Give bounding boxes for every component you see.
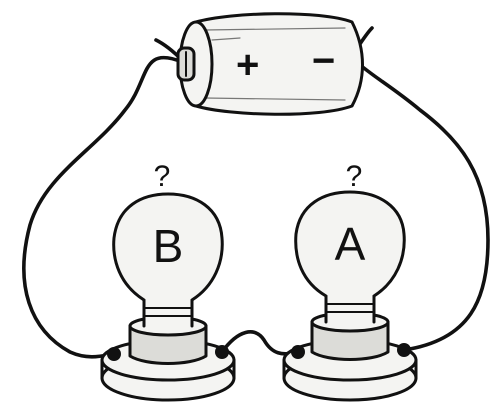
bulb-a-glass	[295, 192, 405, 296]
bulb-a-label: A	[335, 218, 366, 270]
bulb-b-right-terminal	[215, 345, 229, 359]
bulb-b-glass	[113, 194, 223, 300]
battery: + −	[176, 12, 364, 116]
bulb-a-socket	[312, 322, 388, 360]
bulb-b-left-terminal	[107, 347, 121, 361]
bulb-a-right-terminal	[397, 343, 411, 357]
battery-positive-label: +	[236, 43, 259, 87]
wire-left	[22, 55, 184, 359]
bulb-a: A ?	[282, 160, 418, 402]
wire-right	[350, 56, 490, 352]
wire-middle	[220, 330, 300, 356]
bulb-b-status: ?	[154, 160, 171, 193]
bulb-a-status: ?	[346, 160, 363, 193]
bulb-b-label: B	[153, 220, 184, 272]
battery-negative-label: −	[312, 39, 335, 83]
bulb-b-socket	[130, 326, 206, 364]
bulb-a-left-terminal	[291, 345, 305, 359]
battery-body	[196, 13, 363, 115]
bulb-b: B ?	[100, 160, 236, 402]
